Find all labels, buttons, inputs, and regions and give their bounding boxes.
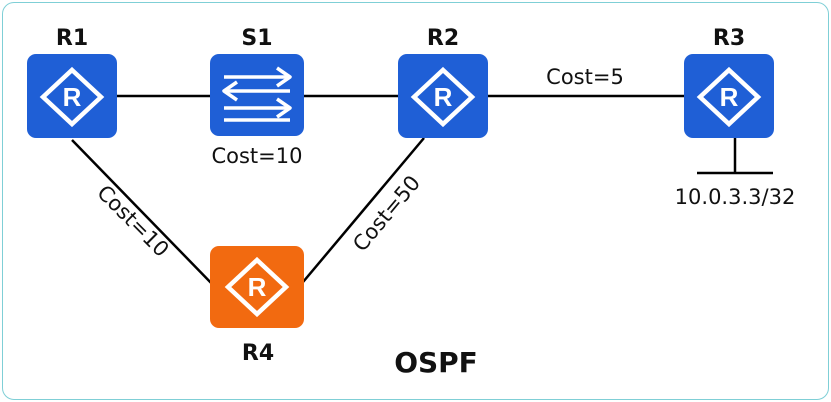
cost-label-r1-r4: Cost=10 bbox=[92, 180, 173, 261]
router-r4-label: R4 bbox=[242, 341, 274, 366]
links bbox=[71, 94, 773, 289]
router-r3[interactable]: R bbox=[684, 54, 774, 138]
protocol-label: OSPF bbox=[394, 346, 478, 379]
router-r2[interactable]: R bbox=[398, 54, 488, 138]
switch-s1-label: S1 bbox=[241, 26, 272, 51]
router-r1[interactable]: R bbox=[27, 54, 117, 138]
router-r2-label: R2 bbox=[427, 26, 459, 51]
router-r2-body bbox=[398, 54, 488, 138]
router-icon: R bbox=[410, 66, 476, 128]
switch-icon bbox=[222, 66, 292, 122]
cost-label-r2-r3: Cost=5 bbox=[546, 65, 624, 89]
router-r1-glyph: R bbox=[63, 82, 82, 112]
router-icon: R bbox=[39, 66, 105, 128]
router-r4-glyph: R bbox=[248, 272, 267, 302]
router-r3-body bbox=[684, 54, 774, 138]
router-r1-body bbox=[27, 54, 117, 138]
router-r1-label: R1 bbox=[56, 26, 88, 51]
router-r4[interactable]: R bbox=[210, 246, 304, 328]
router-r2-glyph: R bbox=[434, 82, 453, 112]
link-r1-r4 bbox=[71, 139, 217, 289]
switch-s1-body bbox=[210, 54, 304, 136]
router-r3-glyph: R bbox=[720, 82, 739, 112]
router-icon: R bbox=[696, 66, 762, 128]
switch-s1[interactable] bbox=[210, 54, 304, 136]
network-address-label: 10.0.3.3/32 bbox=[675, 185, 796, 209]
cost-label-s1: Cost=10 bbox=[211, 144, 302, 168]
link-r2-r4 bbox=[297, 137, 425, 289]
router-r3-label: R3 bbox=[713, 26, 745, 51]
router-r4-body bbox=[210, 246, 304, 328]
router-icon: R bbox=[224, 256, 290, 318]
